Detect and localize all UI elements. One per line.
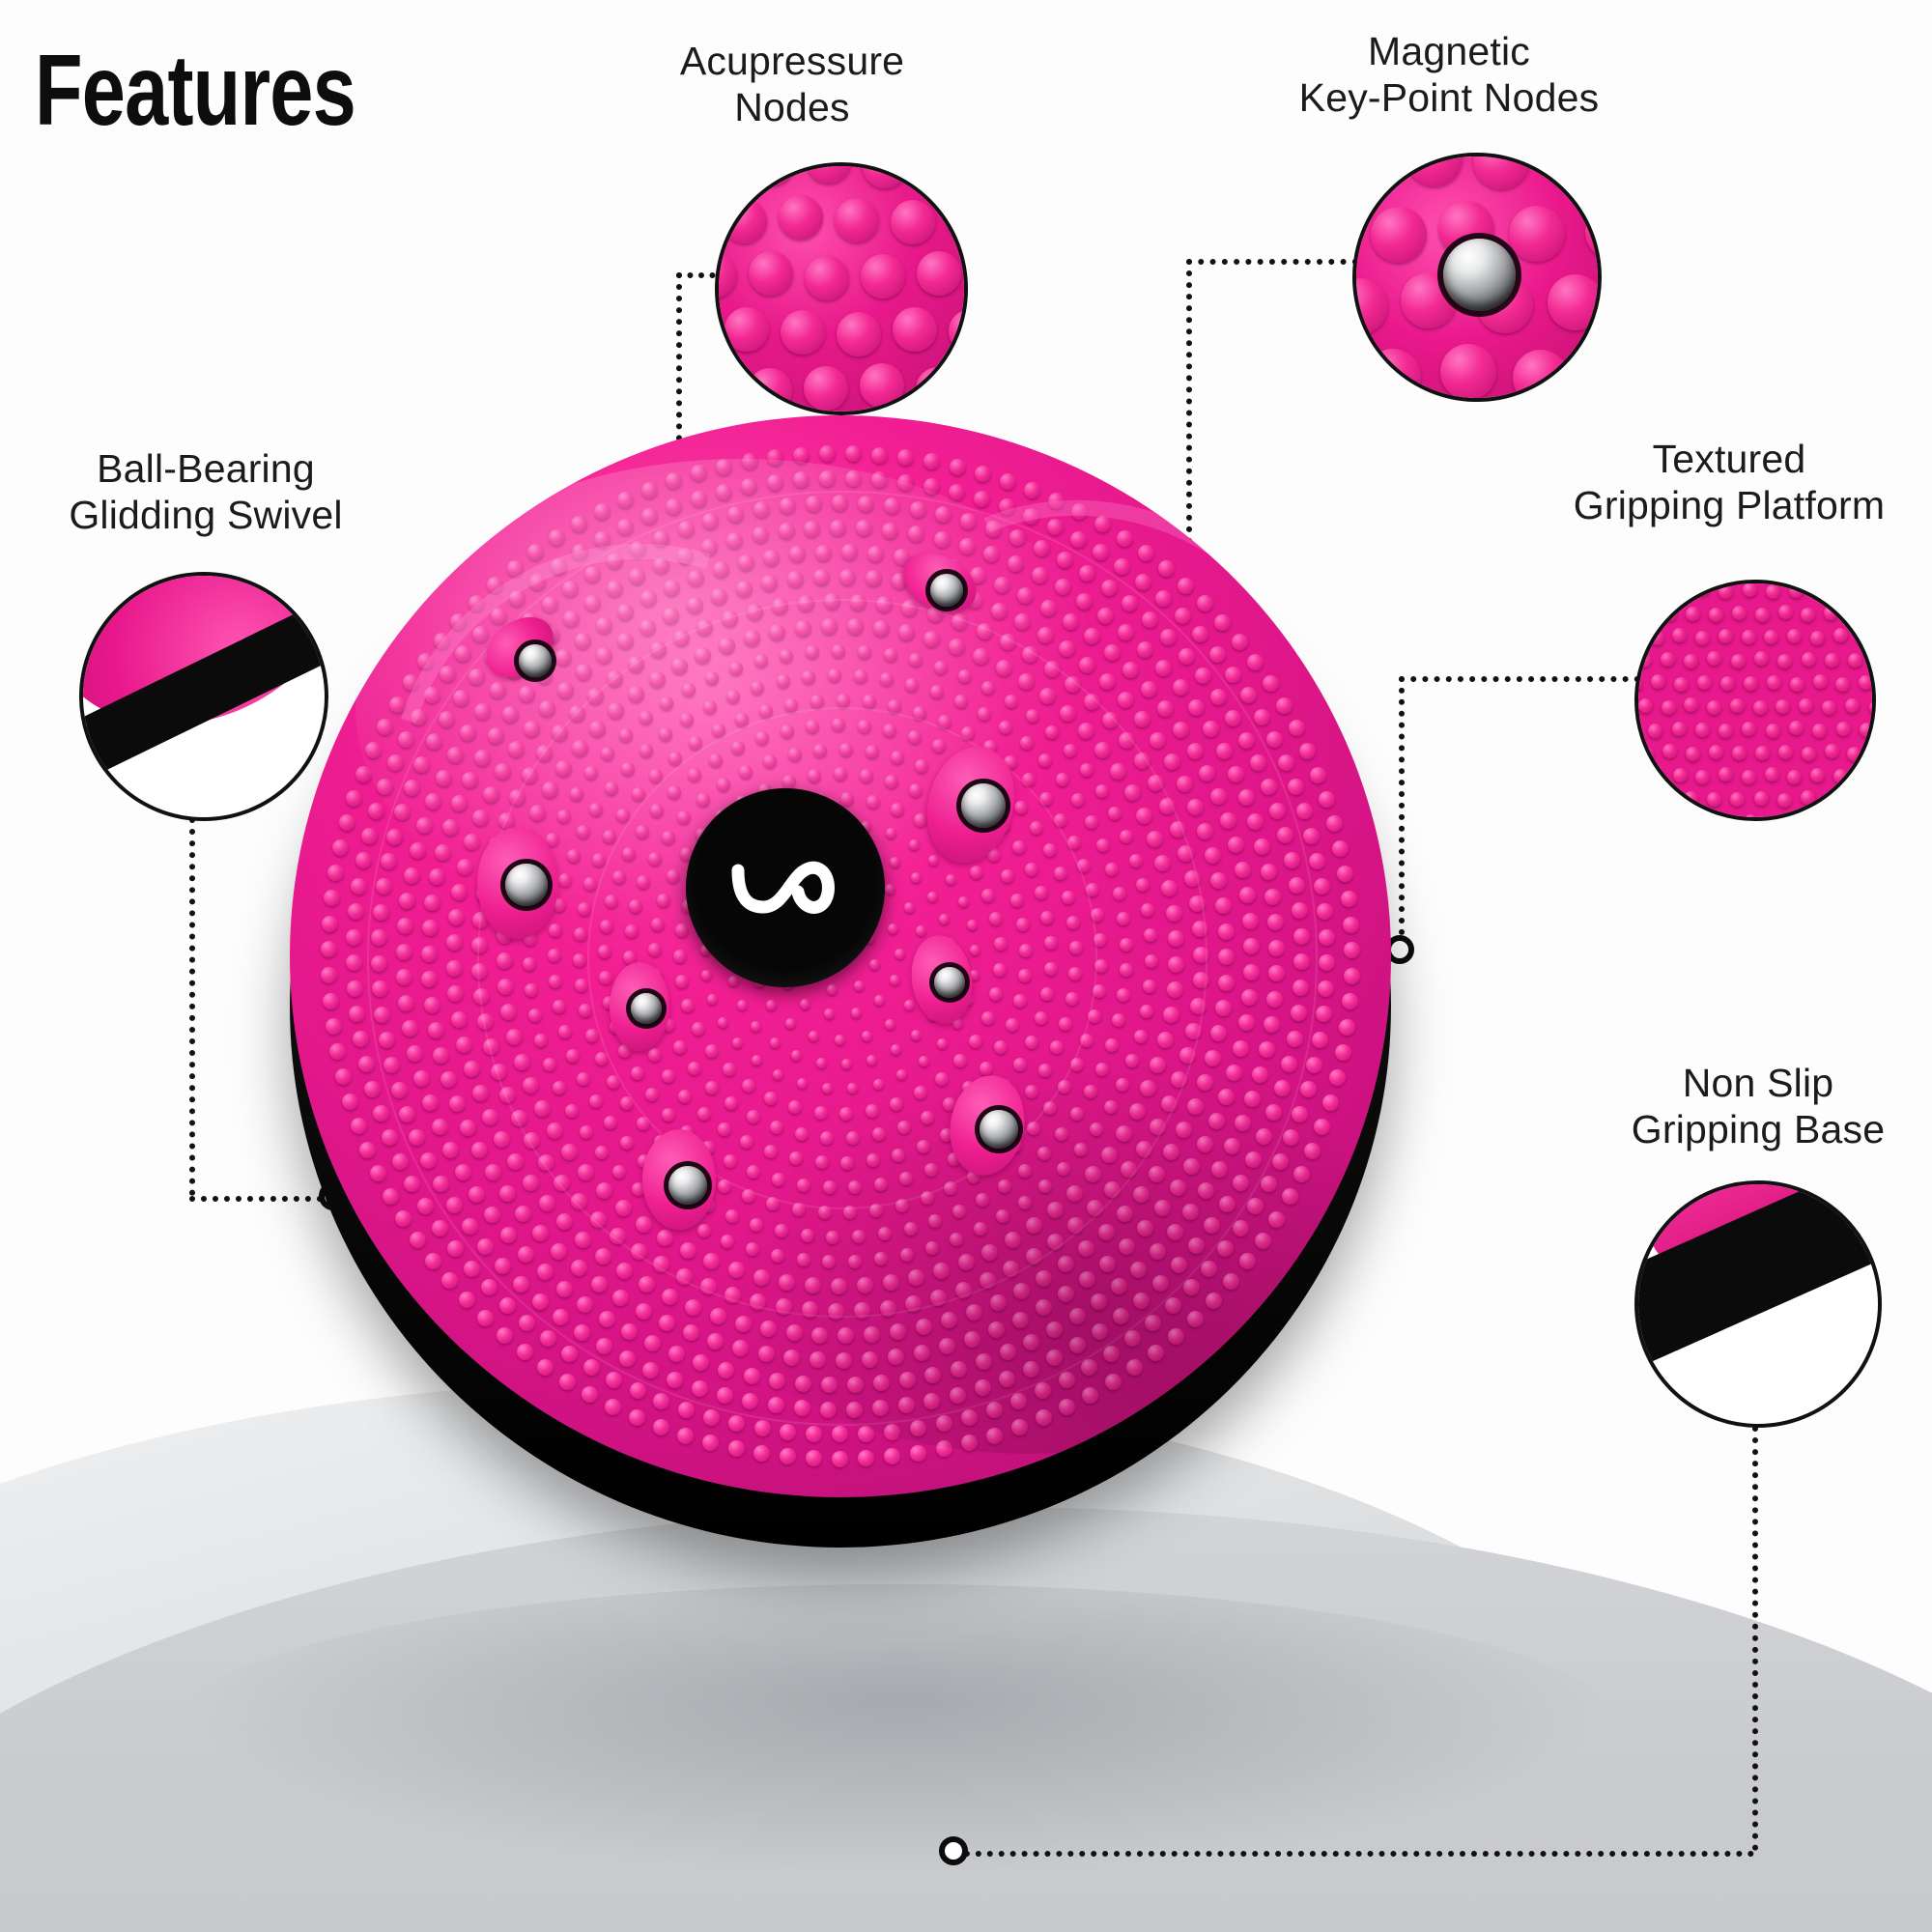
magnetic-node xyxy=(979,1110,1018,1150)
leader-line-magnetic-v xyxy=(1186,259,1192,742)
leader-line-swivel-h xyxy=(189,1196,334,1202)
product-twist-board xyxy=(290,415,1391,1548)
callout-bubble-magnetic-nodes xyxy=(1352,153,1602,402)
leader-line-base-h xyxy=(952,1851,1754,1857)
callout-bubble-acupressure-nodes xyxy=(715,162,968,415)
magnetic-node xyxy=(961,782,1007,828)
moulded-ring-3 xyxy=(586,707,1098,1209)
leader-line-swivel-v xyxy=(189,817,195,1196)
endpoint-base xyxy=(939,1836,968,1865)
leader-line-magnetic-h xyxy=(1186,259,1358,265)
moulded-ring-2 xyxy=(476,599,1208,1318)
callout-bubble-textured-platform xyxy=(1634,580,1876,821)
magnetic-node xyxy=(519,644,553,678)
magnetic-node xyxy=(631,993,663,1025)
leader-line-textured-v xyxy=(1399,676,1405,947)
magnetic-node xyxy=(505,863,549,906)
magnetic-node xyxy=(930,573,964,607)
product-drop-shadow xyxy=(174,1584,1623,1874)
leader-line-base-v xyxy=(1752,1426,1758,1851)
label-acupressure-nodes: Acupressure Nodes xyxy=(679,39,905,129)
magnetic-node xyxy=(668,1166,708,1206)
disc-pink-platform xyxy=(290,415,1391,1497)
page-title: Features xyxy=(35,35,356,147)
disc-shade xyxy=(686,1021,1370,1455)
label-ball-bearing-glidding-swivel: Ball-Bearing Glidding Swivel xyxy=(69,446,343,537)
label-textured-gripping-platform: Textured Gripping Platform xyxy=(1573,437,1886,527)
infinity-logo xyxy=(731,862,836,915)
callout-bubble-swivel xyxy=(79,572,328,821)
leader-line-textured-h xyxy=(1399,676,1640,682)
moulded-ring-1 xyxy=(366,491,1319,1426)
leader-line-acupressure-h xyxy=(676,272,726,278)
chrome-ball-icon xyxy=(1443,239,1516,311)
callout-bubble-nonslip-base xyxy=(1634,1180,1882,1428)
brand-badge xyxy=(686,788,886,988)
magnetic-node xyxy=(933,967,965,999)
label-magnetic-key-point-nodes: Magnetic Key-Point Nodes xyxy=(1298,29,1600,120)
label-non-slip-gripping-base: Non Slip Gripping Base xyxy=(1631,1061,1886,1151)
